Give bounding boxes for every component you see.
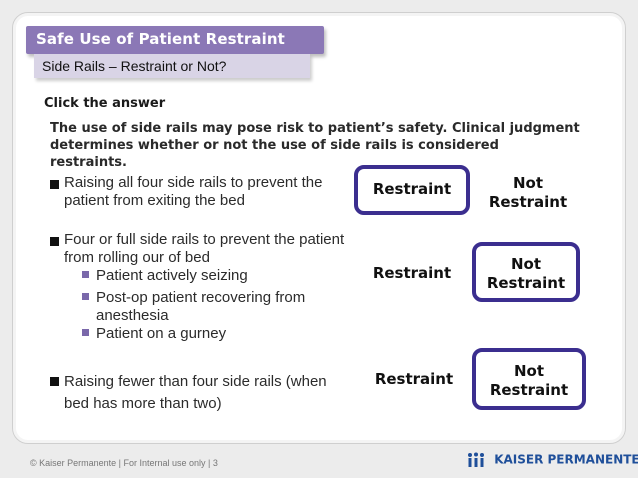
footer-text: © Kaiser Permanente | For Internal use o… — [30, 458, 218, 468]
question-3-text: Raising fewer than four side rails (when… — [64, 373, 327, 412]
q2-restraint-option[interactable]: Restraint — [366, 264, 458, 283]
q2-not-label-line2: Restraint — [486, 274, 566, 292]
q3-not-restraint-option[interactable]: Not Restraint — [472, 348, 586, 410]
question-1-text: Raising all four side rails to prevent t… — [64, 174, 323, 209]
q3-restraint-label: Restraint — [374, 370, 454, 388]
slide-subtitle: Side Rails – Restraint or Not? — [42, 58, 227, 74]
sub-bullet-square-icon — [82, 293, 89, 300]
intro-text: The use of side rails may pose risk to p… — [50, 121, 580, 170]
q3-not-label-line1: Not — [513, 362, 545, 380]
question-2-text: Four or full side rails to prevent the p… — [64, 231, 345, 266]
bullet-square-icon — [50, 377, 59, 386]
subtitle-bar: Side Rails – Restraint or Not? — [34, 54, 310, 78]
sub-bullet-square-icon — [82, 271, 89, 278]
title-bar: Safe Use of Patient Restraint — [26, 26, 324, 54]
q2-restraint-label: Restraint — [372, 264, 452, 282]
instruction-text: Click the answer — [44, 96, 166, 111]
q3-restraint-option[interactable]: Restraint — [366, 370, 462, 389]
kaiser-logo: KAISER PERMANENTE® — [466, 452, 638, 468]
q1-not-label-line1: Not — [512, 174, 544, 192]
slide-title: Safe Use of Patient Restraint — [36, 30, 285, 48]
q1-restraint-label: Restraint — [372, 180, 452, 198]
logo-text: KAISER PERMANENTE — [494, 452, 638, 467]
subitem-text: Patient on a gurney — [96, 325, 227, 342]
q2-not-restraint-option[interactable]: Not Restraint — [472, 242, 580, 302]
q1-restraint-option[interactable]: Restraint — [354, 165, 470, 215]
q3-not-label-line2: Restraint — [489, 381, 569, 399]
q1-not-restraint-option[interactable]: Not Restraint — [478, 174, 578, 212]
q2-not-label-line1: Not — [510, 255, 542, 273]
kaiser-logo-icon — [468, 452, 484, 467]
bullet-square-icon — [50, 180, 59, 189]
subitem-text: Patient actively seizing — [96, 267, 248, 284]
subitem-text: Post-op patient recovering from anesthes… — [96, 289, 306, 324]
bullet-square-icon — [50, 237, 59, 246]
q1-not-label-line2: Restraint — [488, 193, 568, 211]
sub-bullet-square-icon — [82, 329, 89, 336]
